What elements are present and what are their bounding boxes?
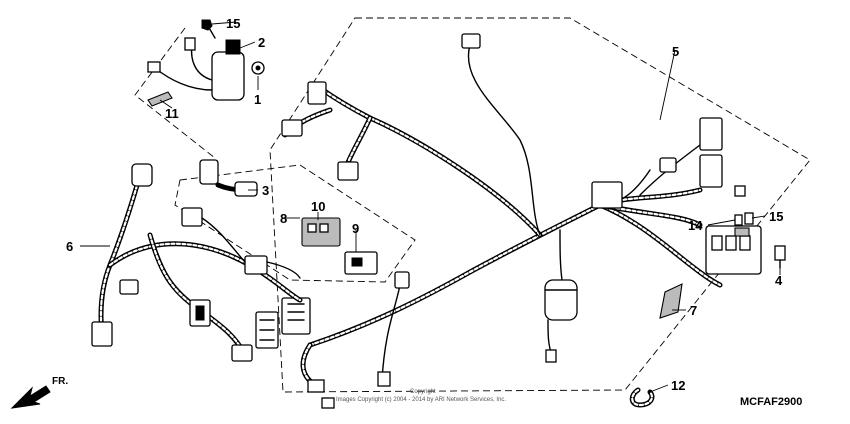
bolt-13	[201, 19, 216, 39]
sub-harness-6	[91, 163, 303, 362]
connector-9	[344, 251, 378, 275]
callout-14: 14	[688, 218, 703, 233]
callout-8: 8	[280, 211, 287, 226]
fuse-14	[734, 214, 743, 226]
callout-15: 15	[769, 209, 783, 224]
callout-7: 7	[690, 303, 697, 318]
sensor-group-connectors	[181, 207, 301, 279]
sensor-group-outline	[174, 164, 416, 283]
fuse-15	[744, 212, 754, 225]
callout-9: 9	[352, 221, 359, 236]
fuse-box	[705, 225, 762, 275]
diagram-code: MCFAF2900	[740, 396, 802, 408]
cable-band-7	[659, 283, 683, 319]
copyright-line-2: Images Copyright (c) 2004 - 2014 by ARI …	[336, 397, 506, 403]
callout-13: 15	[226, 16, 240, 31]
callout-12: 12	[671, 378, 685, 393]
callout-6: 6	[66, 239, 73, 254]
connector-10	[301, 217, 341, 247]
grommet-1	[251, 61, 265, 75]
main-harness	[255, 33, 746, 409]
ignition-coil-2	[147, 37, 245, 101]
callout-4: 4	[775, 273, 783, 288]
callout-5: 5	[672, 44, 679, 59]
coil-group-outline	[134, 27, 216, 159]
callout-11: 11	[165, 106, 179, 121]
main-harness-outline	[269, 17, 811, 393]
callout-1: 1	[254, 92, 261, 107]
copyright-line-1: Copyright	[410, 389, 436, 395]
callout-2: 2	[258, 35, 265, 50]
fuse-4	[774, 245, 786, 269]
front-direction-arrow: FR.	[10, 376, 68, 409]
clip-11	[147, 91, 173, 107]
front-label: FR.	[52, 376, 68, 387]
callout-10: 10	[311, 199, 325, 214]
sensor-3	[199, 159, 258, 197]
cylinder-component	[544, 279, 578, 363]
callout-3: 3	[262, 183, 269, 198]
clamp-12	[629, 387, 655, 408]
